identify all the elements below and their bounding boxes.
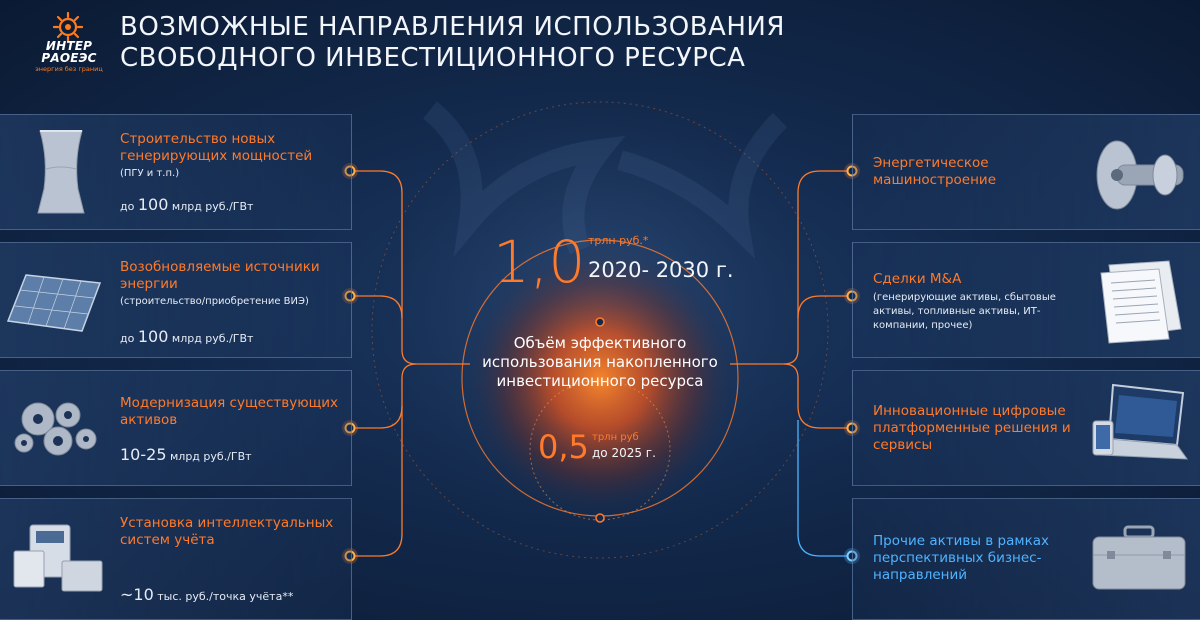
right-card-mna: Сделки M&A (генерирующие активы, сбытовы… <box>852 242 1200 358</box>
briefcase-icon <box>1089 525 1189 599</box>
card-title: Инновационные цифровые платформенные реш… <box>873 403 1071 453</box>
left-card-renewables: Возобновляемые источники энергии (строит… <box>0 242 352 358</box>
logo-tagline: энергия без границ <box>35 65 103 73</box>
flame-decoration <box>422 101 626 257</box>
card-title: Установка интеллектуальных систем учёта <box>120 515 334 548</box>
card-value: до 100 млрд руб./ГВт <box>120 327 254 346</box>
card-title: Возобновляемые источники энергии <box>120 259 320 292</box>
total-resource-value: 1,0 <box>493 228 586 296</box>
card-subtitle: (ПГУ и т.п.) <box>120 168 180 179</box>
card-value: до 100 млрд руб./ГВт <box>120 195 254 214</box>
smart-meter-icon <box>10 521 106 605</box>
total-resource-period: 2020- 2030 г. <box>588 258 734 282</box>
card-title: Строительство новых генерирующих мощност… <box>120 131 313 164</box>
flame-logo-icon <box>53 12 83 42</box>
right-connectors <box>730 170 852 429</box>
solar-panel-icon <box>6 273 102 337</box>
turbine-icon <box>1085 137 1195 217</box>
left-card-new-generation: Строительство новых генерирующих мощност… <box>0 114 352 230</box>
right-card-digital-platforms: Инновационные цифровые платформенные реш… <box>852 370 1200 486</box>
gears-icon <box>10 391 100 465</box>
inner-dashed-ring <box>529 379 671 521</box>
total-resource-unit: трлн руб.* <box>588 234 649 247</box>
right-connector-blue <box>797 420 852 557</box>
left-card-smart-metering: Установка интеллектуальных систем учёта … <box>0 498 352 620</box>
card-value: ~10 тыс. руб./точка учёта** <box>120 585 294 604</box>
card-title: Энергетическое машиностроение <box>873 155 996 188</box>
interim-resource-unit: трлн руб <box>592 432 639 443</box>
card-title: Сделки M&A <box>873 271 962 287</box>
cooling-tower-icon <box>32 129 90 219</box>
card-value: 10-25 млрд руб./ГВт <box>120 445 252 464</box>
laptop-icon <box>1089 381 1189 475</box>
card-subtitle: (строительство/приобретение ВИЭ) <box>120 296 309 307</box>
left-card-modernization: Модернизация существующих активов 10-25 … <box>0 370 352 486</box>
page-title: ВОЗМОЖНЫЕ НАПРАВЛЕНИЯ ИСПОЛЬЗОВАНИЯ СВОБ… <box>120 12 785 73</box>
left-connectors <box>352 170 470 557</box>
right-card-energy-engineering: Энергетическое машиностроение <box>852 114 1200 230</box>
flame-decoration-2 <box>617 112 788 260</box>
center-bottom-node <box>595 513 605 523</box>
center-description: Объём эффективного использования накопле… <box>482 334 718 390</box>
interim-resource-value: 0,5 <box>538 428 589 466</box>
logo-wordmark: ИНТЕР РАОЕЭС <box>41 39 97 65</box>
right-card-other-assets: Прочие активы в рамках перспективных биз… <box>852 498 1200 620</box>
card-title: Прочие активы в рамках перспективных биз… <box>873 533 1049 583</box>
interim-resource-period: до 2025 г. <box>592 446 656 460</box>
center-top-node <box>595 317 605 327</box>
outer-dashed-ring <box>371 101 829 559</box>
card-subtitle: (генерирующие активы, сбытовые активы, т… <box>873 292 1056 331</box>
card-title: Модернизация существующих активов <box>120 395 339 428</box>
documents-icon <box>1095 259 1187 349</box>
company-logo: ИНТЕР РАОЕЭС энергия без границ <box>34 12 104 82</box>
